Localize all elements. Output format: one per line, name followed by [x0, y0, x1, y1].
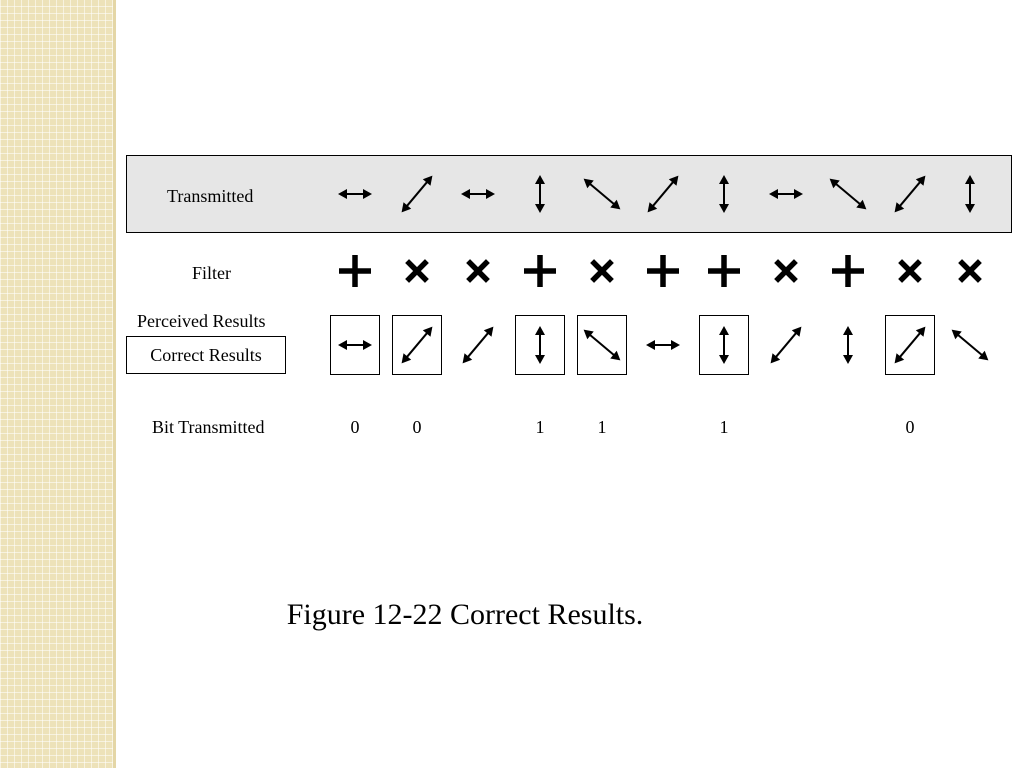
perceived-result	[638, 315, 688, 375]
polarization-arrow-icon	[583, 178, 621, 210]
filter-label: Filter	[192, 263, 231, 283]
polarization-arrow-icon	[843, 326, 853, 364]
transmitted-photon	[453, 164, 503, 224]
transmitted-photon	[392, 164, 442, 224]
polarization-arrow-icon	[461, 189, 495, 199]
filter-basis	[392, 241, 442, 301]
polarization-arrow-icon	[769, 189, 803, 199]
perceived-result-correct	[392, 315, 442, 375]
diagonal-filter-icon	[898, 259, 922, 283]
diagonal-filter-icon	[466, 259, 490, 283]
perceived-result	[761, 315, 811, 375]
diagonal-filter-icon	[405, 259, 429, 283]
decorative-side-stripe	[0, 0, 113, 768]
filter-basis	[945, 241, 995, 301]
perceived-result	[453, 315, 503, 375]
polarization-arrow-icon	[965, 175, 975, 213]
diagonal-filter-icon	[774, 259, 798, 283]
rectilinear-filter-icon	[524, 255, 556, 287]
perceived-result-correct	[515, 315, 565, 375]
transmitted-photon	[885, 164, 935, 224]
polarization-arrow-icon	[535, 175, 545, 213]
diagonal-filter-icon	[958, 259, 982, 283]
rectilinear-filter-icon	[832, 255, 864, 287]
polarization-arrow-icon	[829, 178, 867, 210]
perceived-result	[945, 315, 995, 375]
rectilinear-filter-icon	[339, 255, 371, 287]
polarization-arrow-icon	[462, 326, 494, 364]
polarization-arrow-icon	[646, 340, 680, 350]
polarization-arrow-icon	[583, 329, 621, 361]
polarization-arrow-icon	[647, 175, 679, 213]
transmitted-label: Transmitted	[167, 186, 254, 206]
filter-basis	[885, 241, 935, 301]
polarization-arrow-icon	[719, 326, 729, 364]
filter-basis	[638, 241, 688, 301]
transmitted-photon	[945, 164, 995, 224]
perceived-result-correct	[699, 315, 749, 375]
polarization-arrow-icon	[338, 189, 372, 199]
filter-basis	[515, 241, 565, 301]
filter-basis	[453, 241, 503, 301]
bit-value: 1	[719, 417, 729, 437]
polarization-arrow-icon	[401, 326, 433, 364]
perceived-result-correct	[577, 315, 627, 375]
polarization-arrow-icon	[894, 326, 926, 364]
bit-value: 1	[535, 417, 545, 437]
polarization-arrow-icon	[894, 175, 926, 213]
perceived-result-correct	[330, 315, 380, 375]
transmitted-photon	[823, 164, 873, 224]
correct-results-legend-box: Correct Results	[126, 336, 286, 374]
figure-caption: Figure 12-22 Correct Results.	[286, 598, 644, 631]
perceived-results-label: Perceived Results	[137, 311, 266, 331]
diagonal-filter-icon	[590, 259, 614, 283]
bit-value: 0	[350, 417, 360, 437]
polarization-arrow-icon	[951, 329, 989, 361]
perceived-result	[823, 315, 873, 375]
rectilinear-filter-icon	[708, 255, 740, 287]
filter-basis	[330, 241, 380, 301]
filter-basis	[577, 241, 627, 301]
perceived-result-correct	[885, 315, 935, 375]
transmitted-photon	[699, 164, 749, 224]
polarization-arrow-icon	[719, 175, 729, 213]
bit-value: 0	[905, 417, 915, 437]
transmitted-photon	[638, 164, 688, 224]
filter-basis	[761, 241, 811, 301]
transmitted-photon	[761, 164, 811, 224]
transmitted-photon	[577, 164, 627, 224]
filter-basis	[699, 241, 749, 301]
bit-value: 0	[412, 417, 422, 437]
bit-value: 1	[597, 417, 607, 437]
decorative-side-edge	[113, 0, 116, 768]
transmitted-photon	[515, 164, 565, 224]
filter-basis	[823, 241, 873, 301]
polarization-arrow-icon	[535, 326, 545, 364]
polarization-arrow-icon	[401, 175, 433, 213]
transmitted-band	[126, 155, 1012, 233]
correct-results-label: Correct Results	[150, 345, 262, 365]
bit-transmitted-label: Bit Transmitted	[152, 417, 265, 437]
rectilinear-filter-icon	[647, 255, 679, 287]
polarization-arrow-icon	[770, 326, 802, 364]
polarization-arrow-icon	[338, 340, 372, 350]
transmitted-photon	[330, 164, 380, 224]
